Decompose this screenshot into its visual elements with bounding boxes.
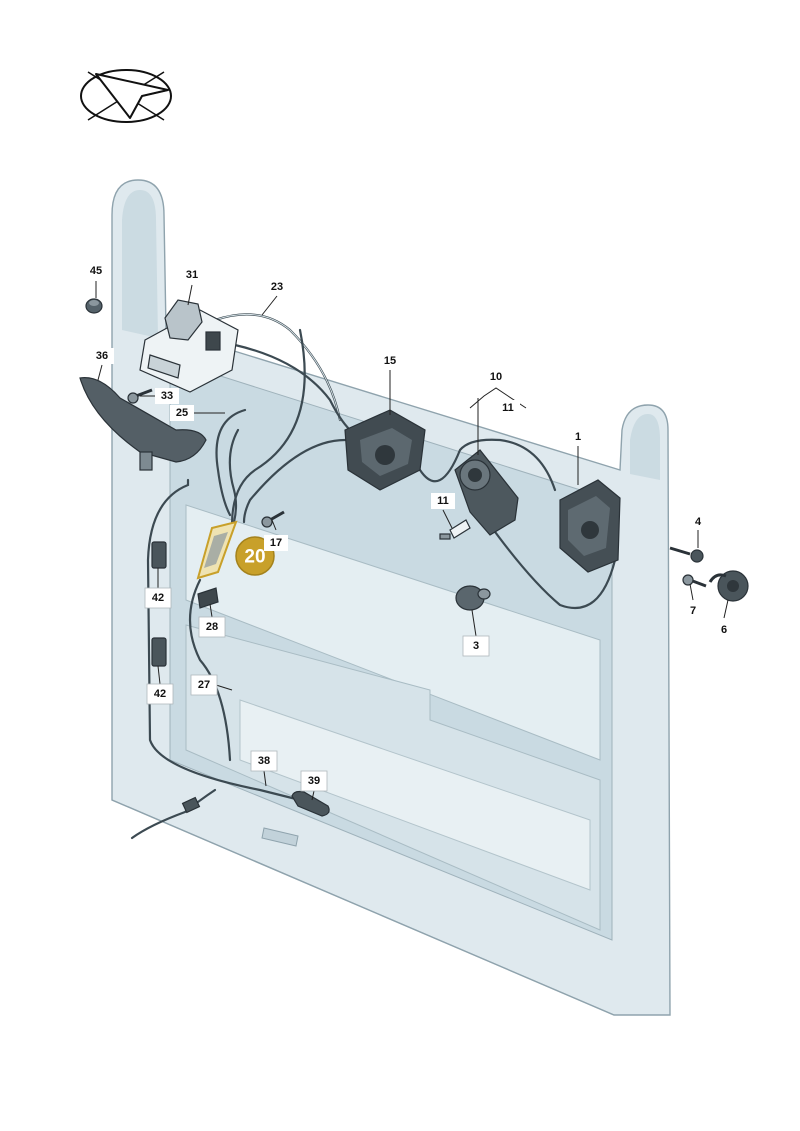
callout-33: 33	[161, 390, 173, 402]
callout-23: 23	[271, 281, 283, 293]
callout-15: 15	[384, 355, 396, 367]
callout-labels: 45 31 23 36 33 25 15 10 11 1 11 17 4 42 …	[84, 262, 736, 792]
part-28-clip	[197, 587, 219, 609]
callout-4: 4	[695, 516, 702, 528]
callout-17: 17	[270, 537, 282, 549]
callout-28: 28	[206, 621, 218, 633]
leader-lines	[95, 281, 729, 801]
callout-42-upper: 42	[152, 592, 164, 604]
part-42-clip-lower	[151, 637, 167, 667]
callout-31: 31	[186, 269, 198, 281]
callout-10: 10	[490, 371, 502, 383]
part-33-screw	[127, 388, 153, 404]
part-17-screw	[261, 510, 285, 528]
view-direction-icon	[80, 69, 172, 123]
callout-25: 25	[176, 407, 188, 419]
part-20-switch-highlighted	[196, 520, 238, 580]
part-6-striker	[708, 570, 749, 602]
callout-39: 39	[308, 775, 320, 787]
part-4-bolt	[669, 546, 704, 563]
part-11-plug	[439, 519, 471, 540]
part-45-plug	[85, 298, 103, 314]
highlight-number: 20	[244, 547, 265, 568]
part-3-cap	[455, 585, 491, 611]
callout-7: 7	[690, 605, 696, 617]
callout-11-top: 11	[502, 402, 514, 414]
callout-1: 1	[575, 431, 581, 443]
part-1-lock	[559, 479, 621, 573]
callout-45: 45	[90, 265, 102, 277]
part-27-sleeve	[181, 796, 201, 814]
callout-11-plug: 11	[437, 495, 449, 507]
callout-38: 38	[258, 755, 270, 767]
part-7-screw	[682, 574, 707, 588]
callout-3: 3	[473, 640, 479, 652]
callout-42-lower: 42	[154, 688, 166, 700]
callout-27: 27	[198, 679, 210, 691]
part-39-grip	[291, 790, 330, 817]
part-10-motor	[454, 449, 519, 536]
callout-6: 6	[721, 624, 727, 636]
part-36-cover	[79, 377, 207, 471]
part-31-handle-bracket	[139, 299, 239, 393]
part-15-actuator	[344, 409, 426, 491]
part-42-clip-upper	[151, 541, 167, 569]
callout-36: 36	[96, 350, 108, 362]
